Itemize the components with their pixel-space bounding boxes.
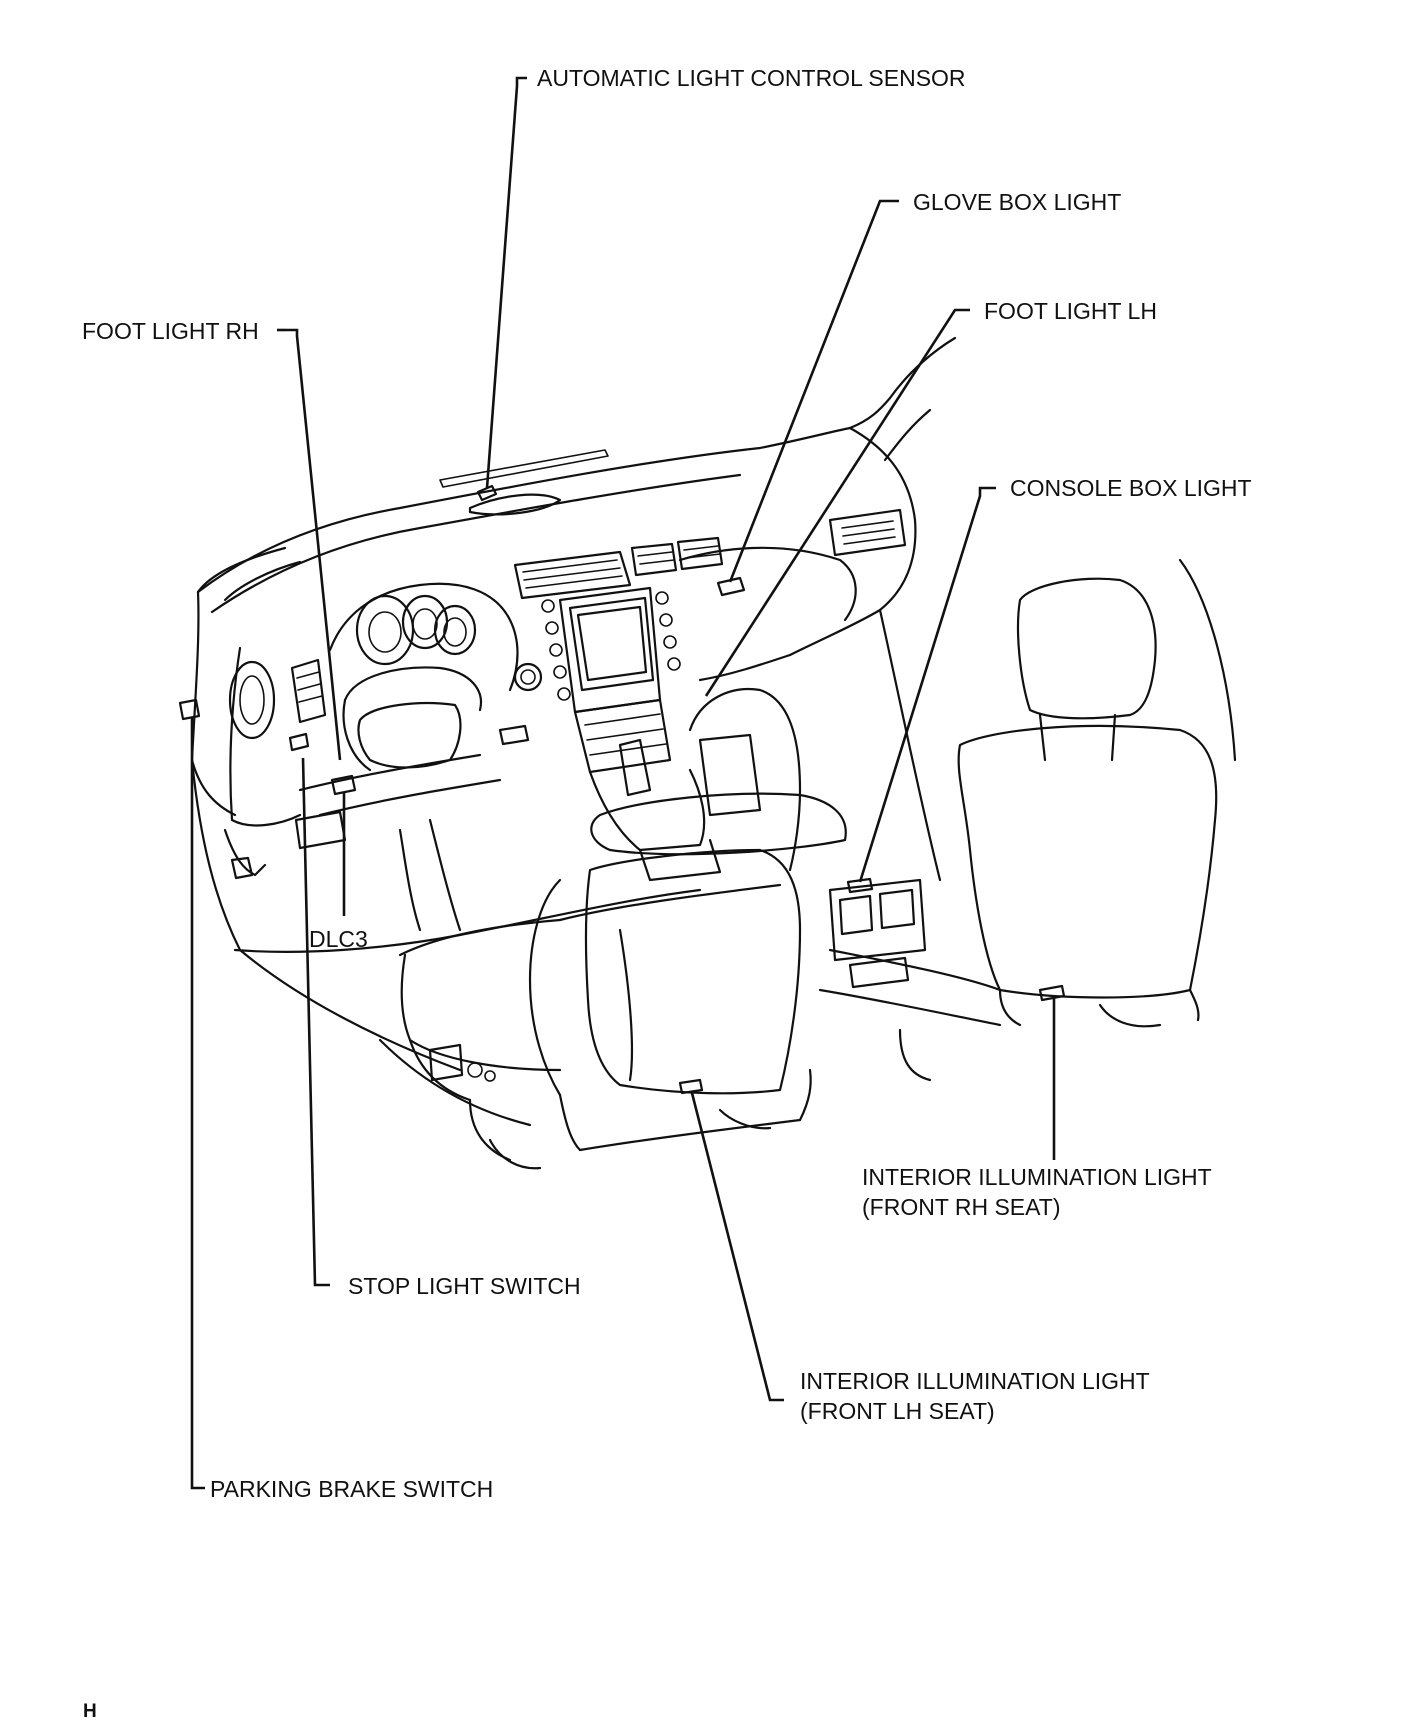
label-interior-illumination-rh-line2: (FRONT RH SEAT) (862, 1194, 1060, 1220)
label-parking-brake-switch: PARKING BRAKE SWITCH (210, 1476, 493, 1502)
label-console-box-light: CONSOLE BOX LIGHT (1010, 475, 1252, 501)
label-dlc3: DLC3 (309, 926, 368, 952)
cabin-outline (190, 336, 1237, 1170)
label-interior-illumination-lh-line1: INTERIOR ILLUMINATION LIGHT (800, 1368, 1150, 1394)
label-stop-light-switch: STOP LIGHT SWITCH (348, 1273, 581, 1299)
label-foot-light-lh: FOOT LIGHT LH (984, 298, 1157, 324)
label-glove-box-light: GLOVE BOX LIGHT (913, 189, 1121, 215)
label-foot-light-rh: FOOT LIGHT RH (82, 318, 259, 344)
label-interior-illumination-rh-line1: INTERIOR ILLUMINATION LIGHT (862, 1164, 1212, 1190)
leader-lines (178, 76, 1056, 1490)
corner-mark: H (83, 1701, 97, 1722)
label-interior-illumination-lh-line2: (FRONT LH SEAT) (800, 1398, 995, 1424)
label-automatic-light-control-sensor: AUTOMATIC LIGHT CONTROL SENSOR (537, 65, 966, 91)
callout-labels: AUTOMATIC LIGHT CONTROL SENSOR GLOVE BOX… (82, 65, 1252, 1722)
